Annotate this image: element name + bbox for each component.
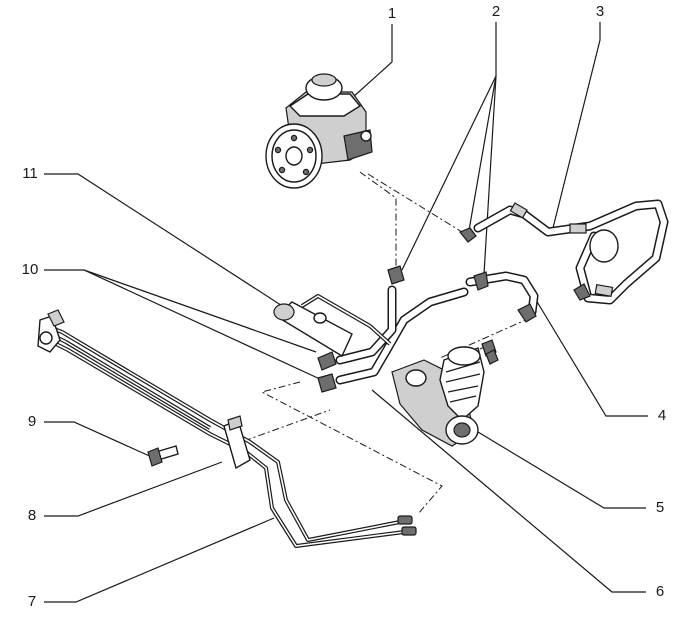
feed-pipe-fill	[467, 273, 537, 315]
feed-pipe-end-fitting	[517, 303, 537, 323]
guide-pump-to-clip	[367, 173, 463, 233]
pulley-hub	[285, 146, 303, 166]
guide-pump-to-union	[359, 171, 397, 268]
cooler-tube-inner-fill	[51, 341, 405, 547]
gear-bellows-1	[445, 361, 481, 373]
return-pipe-a-fill	[337, 289, 467, 383]
return-pipes	[300, 265, 469, 385]
pulley-hole-3	[278, 166, 286, 174]
pressure-hose-outline	[473, 199, 669, 305]
return-pipe-b-fill	[337, 287, 395, 363]
callout-4: 4	[657, 407, 667, 424]
leader-2a	[401, 22, 497, 271]
gear-port-left	[405, 369, 427, 387]
gear-bellows-2	[445, 373, 481, 383]
callout-5: 5	[655, 499, 665, 516]
callout-7: 7	[27, 593, 37, 610]
leader-4	[535, 299, 648, 417]
leader-7	[44, 517, 275, 603]
leader-9	[44, 421, 155, 459]
cooler-end-eye	[39, 331, 53, 345]
clip-upper-shape	[459, 227, 477, 243]
union-clip	[387, 265, 405, 285]
reservoir-cap	[311, 73, 337, 87]
leader-1	[351, 24, 393, 99]
gear-fitting-top-2	[485, 349, 499, 365]
cooler-bracket-top	[47, 309, 65, 327]
cooler-end-fitting-lower	[401, 526, 417, 536]
clip-upper	[459, 227, 477, 243]
leader-11	[44, 173, 339, 343]
callout-6: 6	[655, 583, 665, 600]
fluid-canister	[273, 301, 353, 358]
callout-9: 9	[27, 413, 37, 430]
hose-fitting-upper	[509, 202, 528, 219]
leader-10a	[44, 269, 323, 381]
leader-10b	[83, 269, 317, 353]
bolt-head	[147, 447, 163, 467]
callout-3: 3	[595, 3, 605, 20]
callout-2: 2	[491, 3, 501, 20]
oil-cooler	[37, 309, 417, 548]
hose-fitting-mid	[569, 223, 587, 234]
cooler-tube-outer-fill	[45, 325, 401, 541]
cooler-bolt	[147, 445, 179, 467]
steering-pump	[265, 73, 373, 189]
cooler-clamp-lip	[227, 415, 243, 431]
pump-outlet	[360, 130, 372, 142]
clamp-upper	[317, 351, 337, 371]
leader-2b	[467, 75, 497, 237]
return-pipe-c-fill	[301, 295, 391, 345]
leader-8	[44, 461, 223, 517]
leader-3	[551, 22, 601, 233]
cooler-clamp	[223, 415, 251, 470]
steering-gear	[391, 339, 499, 447]
feed-pipe-clip	[473, 271, 489, 291]
guide-gear-lines	[439, 317, 531, 359]
pressure-hose-fill	[475, 201, 667, 303]
leader-2c	[483, 75, 497, 275]
hose-end-fitting	[573, 283, 591, 301]
guide-cooler-clamp	[260, 381, 443, 515]
callout-11: 11	[22, 165, 38, 182]
callout-10: 10	[21, 261, 39, 278]
pulley-hole-2	[274, 146, 282, 154]
callout-1: 1	[387, 5, 397, 22]
pressure-hose	[473, 199, 669, 305]
pulley-hole-4	[302, 168, 310, 176]
leader-6	[371, 389, 646, 593]
cooler-end-fitting-upper	[397, 515, 413, 525]
pulley-hole-5	[306, 146, 314, 154]
gear-bellows-4	[449, 395, 477, 403]
feed-pipe	[465, 271, 591, 323]
leader-lines	[44, 22, 648, 603]
leader-5	[477, 431, 646, 509]
gear-bellows-3	[447, 385, 479, 393]
hose-loop-ring	[589, 229, 619, 263]
canister-end	[273, 303, 295, 321]
gear-valve-top	[447, 346, 481, 366]
pipe-clamps	[317, 351, 337, 393]
hose-fitting-lower	[594, 283, 614, 298]
clamp-lower	[317, 373, 337, 393]
gear-end-cap-inner	[453, 422, 471, 438]
callout-8: 8	[27, 507, 37, 524]
canister-bracket	[313, 312, 327, 324]
pulley-hole-1	[290, 134, 298, 142]
